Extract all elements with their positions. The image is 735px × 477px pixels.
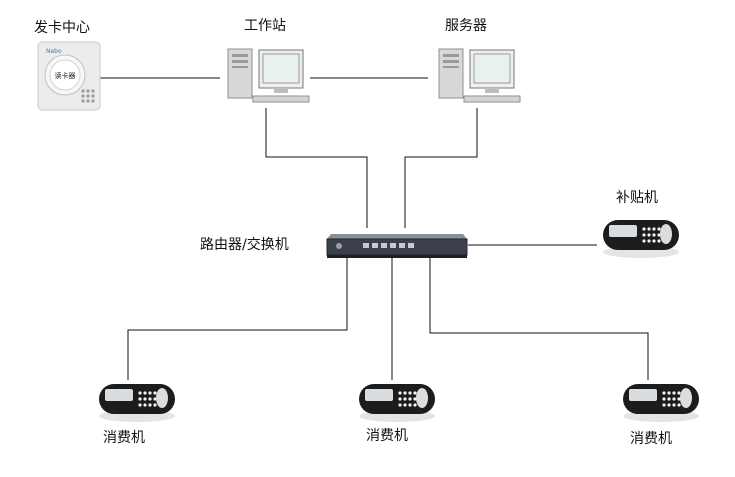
consumer-right-label: 消费机 bbox=[630, 431, 672, 447]
router-label: 路由器/交换机 bbox=[200, 237, 289, 253]
wire-workstation-router bbox=[265, 108, 368, 228]
consumer-middle-label: 消费机 bbox=[366, 428, 408, 444]
card-reader-brand: Nebo bbox=[46, 48, 62, 55]
consumer-terminal-left-icon bbox=[99, 384, 175, 422]
card-reader-text: 读卡器 bbox=[55, 71, 76, 80]
subsidy-label: 补贴机 bbox=[616, 190, 658, 206]
consumer-terminal-right-icon bbox=[623, 384, 699, 422]
wire-server-router bbox=[404, 108, 478, 228]
consumer-left-label: 消费机 bbox=[103, 430, 145, 446]
wire-router-consumer-left bbox=[127, 258, 348, 380]
network-switch-icon bbox=[326, 234, 468, 258]
workstation-label: 工作站 bbox=[244, 18, 286, 34]
consumer-terminal-middle-icon bbox=[359, 384, 435, 422]
wire-router-consumer-right bbox=[429, 258, 649, 380]
subsidy-terminal-icon bbox=[603, 220, 679, 258]
server-computer-icon bbox=[438, 48, 521, 103]
workstation-computer-icon bbox=[227, 48, 310, 103]
server-label: 服务器 bbox=[445, 18, 487, 34]
card-center-label: 发卡中心 bbox=[34, 20, 90, 36]
card-reader-icon: Nebo 读卡器 bbox=[37, 41, 101, 111]
